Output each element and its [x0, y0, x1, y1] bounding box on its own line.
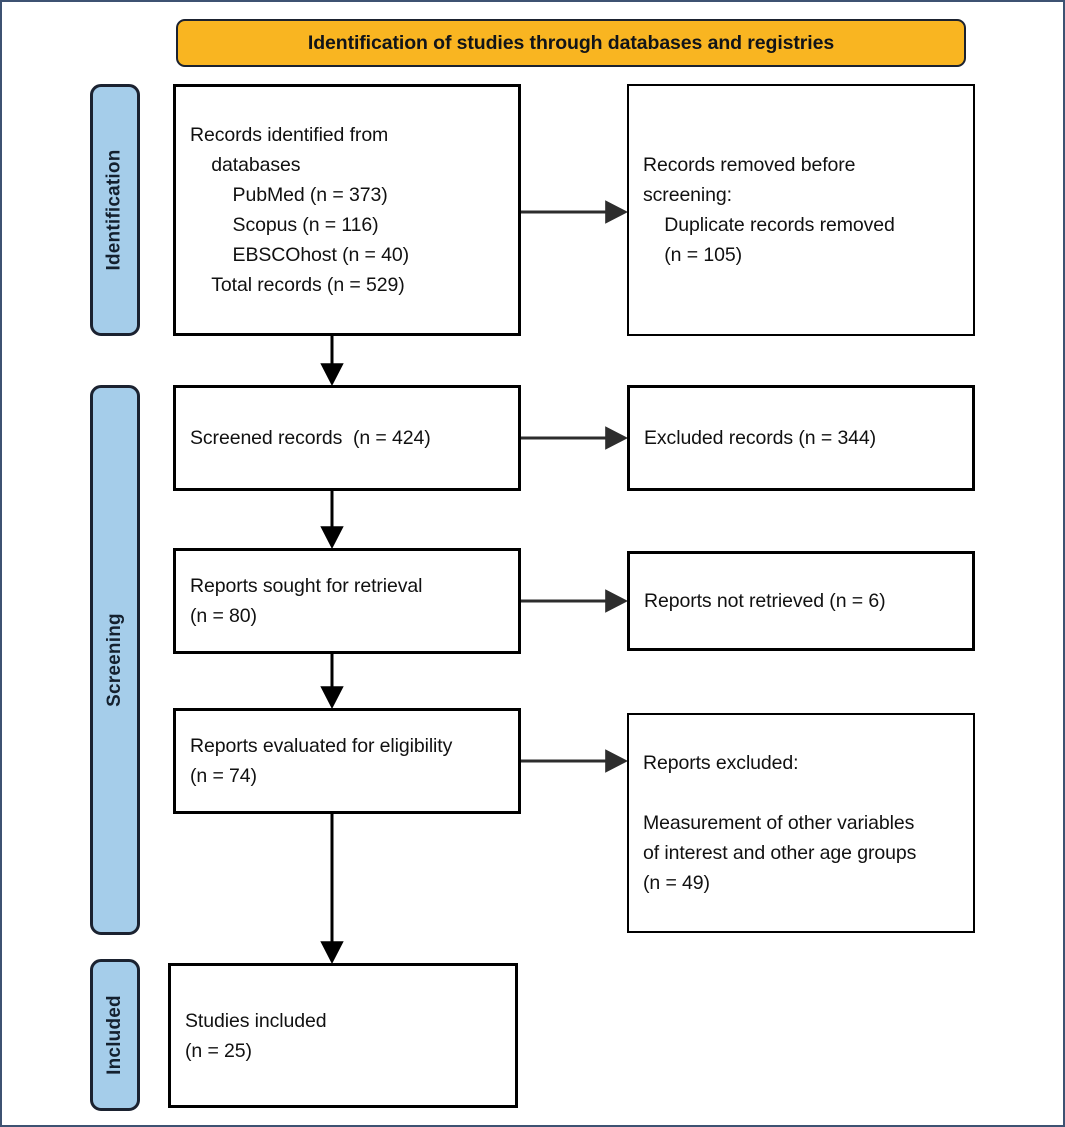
- stage-label-included: Included: [104, 995, 125, 1075]
- box-reports-sought-for-retrieval: Reports sought for retrieval (n = 80): [173, 548, 521, 654]
- box-studies-included: Studies included (n = 25): [168, 963, 518, 1108]
- box-studies-included-text: Studies included (n = 25): [185, 1009, 327, 1062]
- stage-label-screening: Screening: [104, 613, 126, 707]
- box-reports-excluded-text: Reports excluded: Measurement of other v…: [643, 752, 917, 894]
- stage-bar-screening: Screening: [90, 385, 140, 935]
- box-screened-records-text: Screened records (n = 424): [190, 427, 431, 449]
- box-reports-evaluated-text: Reports evaluated for eligibility (n = 7…: [190, 735, 453, 787]
- box-excluded-records-text: Excluded records (n = 344): [644, 427, 877, 449]
- box-reports-not-retrieved: Reports not retrieved (n = 6): [627, 551, 975, 651]
- diagram-header-title: Identification of studies through databa…: [307, 31, 835, 54]
- box-reports-excluded: Reports excluded: Measurement of other v…: [627, 713, 975, 933]
- box-records-identified: Records identified from databases PubMed…: [173, 84, 521, 336]
- box-records-removed-text: Records removed before screening: Duplic…: [643, 154, 895, 266]
- box-records-removed-before-screening: Records removed before screening: Duplic…: [627, 84, 975, 336]
- box-screened-records: Screened records (n = 424): [173, 385, 521, 491]
- box-reports-not-retrieved-text: Reports not retrieved (n = 6): [644, 590, 886, 612]
- box-excluded-records: Excluded records (n = 344): [627, 385, 975, 491]
- box-reports-evaluated-for-eligibility: Reports evaluated for eligibility (n = 7…: [173, 708, 521, 814]
- stage-bar-identification: Identification: [90, 84, 140, 336]
- box-records-identified-text: Records identified from databases PubMed…: [190, 124, 410, 296]
- stage-label-identification: Identification: [104, 149, 125, 271]
- box-reports-sought-text: Reports sought for retrieval (n = 80): [190, 575, 423, 627]
- stage-bar-included: Included: [90, 959, 140, 1111]
- diagram-header-banner: Identification of studies through databa…: [176, 19, 966, 67]
